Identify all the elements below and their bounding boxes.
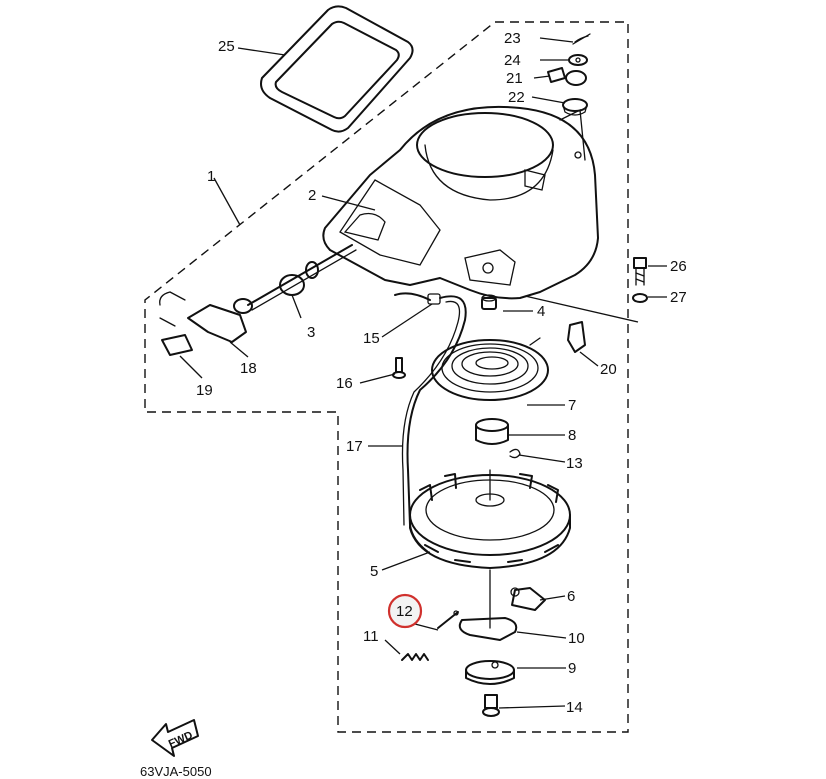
part-5-pulley xyxy=(409,469,571,569)
label-18: 18 xyxy=(240,360,257,377)
label-16: 16 xyxy=(336,375,353,392)
label-1: 1 xyxy=(207,168,215,185)
part-7-spring xyxy=(431,337,549,401)
part-11-spring xyxy=(401,653,429,661)
assembly-boundary xyxy=(144,21,629,733)
part-14-bolt xyxy=(482,694,500,717)
label-19: 19 xyxy=(196,382,213,399)
part-13-clip xyxy=(509,448,521,459)
part-22-bushing xyxy=(562,98,588,116)
part-23-pin xyxy=(572,33,591,45)
label-11: 11 xyxy=(363,628,379,645)
label-9: 9 xyxy=(568,660,576,677)
part-27-washer xyxy=(632,293,648,303)
label-4: 4 xyxy=(537,303,545,320)
part-4-nut xyxy=(481,294,497,310)
label-2: 2 xyxy=(308,187,316,204)
part-6-pawl xyxy=(510,587,546,611)
label-14: 14 xyxy=(566,699,583,716)
part-19-clip xyxy=(161,334,193,356)
part-number-labels: 25 2 1 3 4 15 18 19 16 17 7 8 13 5 6 12 … xyxy=(196,30,687,716)
label-6: 6 xyxy=(567,588,575,605)
label-26: 26 xyxy=(670,258,687,275)
part-24-washer xyxy=(568,54,588,66)
label-10: 10 xyxy=(568,630,585,647)
fwd-label: FWD xyxy=(167,729,195,750)
label-8: 8 xyxy=(568,427,576,444)
part-21-bracket xyxy=(547,67,587,86)
part-17-hose xyxy=(394,292,467,553)
part-2-housing xyxy=(322,105,599,300)
label-3: 3 xyxy=(307,324,315,341)
part-9-cap xyxy=(465,660,515,685)
part-25-seal xyxy=(260,5,414,133)
label-5: 5 xyxy=(370,563,378,580)
fwd-arrow-badge: FWD xyxy=(151,719,199,757)
label-22: 22 xyxy=(508,89,525,106)
label-27: 27 xyxy=(670,289,687,306)
label-24: 24 xyxy=(504,52,521,69)
part-12-pin xyxy=(437,610,459,629)
label-17: 17 xyxy=(346,438,363,455)
part-26-bolt xyxy=(633,257,647,286)
label-13: 13 xyxy=(566,455,583,472)
leader-lines xyxy=(179,37,667,709)
label-7: 7 xyxy=(568,397,576,414)
label-23: 23 xyxy=(504,30,521,47)
part-20-cam xyxy=(567,321,586,353)
part-10-plate xyxy=(458,569,518,641)
part-8-bushing xyxy=(475,418,509,445)
highlight-circle xyxy=(387,593,423,629)
label-12: 12 xyxy=(396,603,413,620)
label-21: 21 xyxy=(506,70,523,87)
label-15: 15 xyxy=(363,330,380,347)
drawing-code: 63VJA-5050 xyxy=(140,764,212,779)
label-20: 20 xyxy=(600,361,617,378)
part-18-lever xyxy=(159,291,253,343)
label-25: 25 xyxy=(218,38,235,55)
part-16-bolt xyxy=(392,357,406,379)
